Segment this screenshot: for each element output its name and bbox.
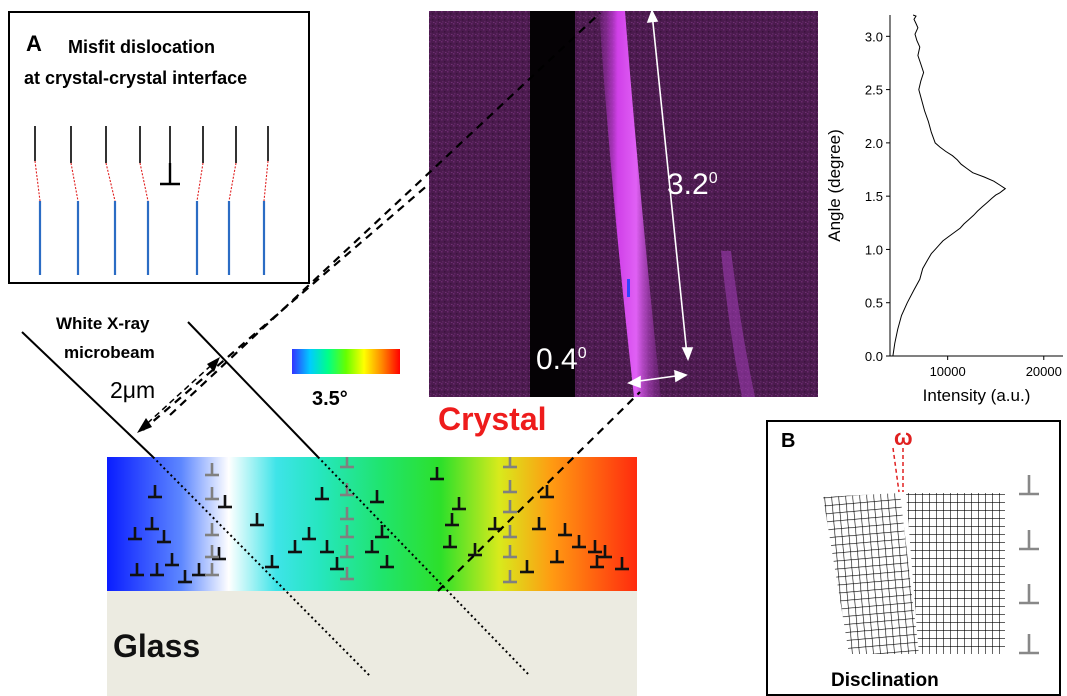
panel-a-letter: A bbox=[26, 31, 42, 56]
y-tick-label: 3.0 bbox=[865, 29, 883, 44]
dislocation-symbol bbox=[157, 530, 171, 544]
boundary-dislocation bbox=[340, 545, 354, 559]
angle-3-2-annotation: 3.20 bbox=[667, 168, 718, 202]
y-tick-label: 2.0 bbox=[865, 136, 883, 151]
dislocation-symbol bbox=[150, 563, 164, 577]
boundary-dislocation bbox=[205, 463, 219, 477]
y-tick-label: 1.0 bbox=[865, 242, 883, 257]
dislocation-symbol bbox=[558, 523, 572, 537]
dislocation-symbol bbox=[265, 555, 279, 569]
laue-streak-image: 3.20 0.40 bbox=[429, 11, 818, 397]
disclination-lattice bbox=[823, 447, 1039, 655]
beam-size-label: 2μm bbox=[110, 377, 156, 403]
beam-edge-right bbox=[187, 321, 319, 458]
boundary-dislocation bbox=[205, 523, 219, 537]
angle-3-2-unit: 0 bbox=[708, 170, 718, 187]
dislocation-symbol bbox=[550, 550, 564, 564]
main-streak bbox=[599, 11, 661, 397]
beam-label-line1: White X-ray bbox=[56, 314, 150, 333]
dislocation-symbol bbox=[192, 563, 206, 577]
dislocation-symbol bbox=[178, 570, 192, 584]
weak-streak bbox=[721, 251, 755, 397]
crystal-film bbox=[107, 457, 637, 591]
dislocation-symbol bbox=[148, 485, 162, 499]
dislocation-symbol bbox=[302, 527, 316, 541]
dislocation-symbol bbox=[488, 517, 502, 531]
boundary-dislocation bbox=[205, 545, 219, 559]
boundary-dislocation bbox=[340, 483, 354, 497]
omega-label: ω bbox=[894, 425, 913, 450]
boundary-dislocation bbox=[503, 500, 517, 514]
lattice-lines-diagram bbox=[34, 126, 269, 275]
boundary-dislocation bbox=[503, 525, 517, 539]
y-tick-label: 2.5 bbox=[865, 83, 883, 98]
laue-streak-graphic bbox=[429, 11, 818, 397]
angle-0-4-unit: 0 bbox=[577, 345, 587, 362]
dislocation-symbol bbox=[130, 563, 144, 577]
dislocation-symbol bbox=[165, 553, 179, 567]
intensity-series-line bbox=[892, 14, 1007, 357]
dislocation-symbol bbox=[145, 517, 159, 531]
dislocation-symbol bbox=[128, 527, 142, 541]
dislocation-symbol bbox=[160, 163, 180, 186]
boundary-dislocation bbox=[503, 480, 517, 494]
y-tick-label: 1.5 bbox=[865, 189, 883, 204]
orientation-colorbar bbox=[292, 349, 400, 374]
dislocation-symbol bbox=[520, 560, 534, 574]
boundary-dislocation bbox=[205, 487, 219, 501]
panel-b-letter: B bbox=[781, 430, 796, 452]
dislocation-symbol bbox=[445, 513, 459, 527]
glass-label: Glass bbox=[113, 628, 201, 664]
y-axis-label: Angle (degree) bbox=[825, 129, 844, 241]
dislocation-symbol bbox=[375, 525, 389, 539]
colorbar-label: 3.5° bbox=[312, 388, 348, 410]
angle-0-4-value: 0.4 bbox=[536, 343, 578, 376]
dislocation-symbol bbox=[588, 540, 602, 554]
dislocation-symbol bbox=[288, 540, 302, 554]
y-tick-label: 0.5 bbox=[865, 296, 883, 311]
boundary-dislocation bbox=[340, 507, 354, 521]
beam-stop-shadow bbox=[530, 11, 575, 397]
boundary-dislocation bbox=[205, 563, 219, 577]
boundary-dislocation bbox=[340, 457, 354, 469]
boundary-dislocation bbox=[503, 457, 517, 469]
panel-b-caption: Disclination bbox=[831, 670, 939, 691]
dislocation-symbol bbox=[370, 490, 384, 504]
dislocation-symbol bbox=[572, 535, 586, 549]
boundary-dislocation bbox=[503, 545, 517, 559]
dislocation-symbol bbox=[540, 485, 554, 499]
dislocation-symbol bbox=[443, 535, 457, 549]
dislocation-symbol bbox=[468, 543, 482, 557]
y-tick-label: 0.0 bbox=[865, 349, 883, 364]
x-axis-label: Intensity (a.u.) bbox=[923, 386, 1031, 405]
dislocation-symbol bbox=[218, 495, 232, 509]
dislocation-symbol bbox=[532, 517, 546, 531]
x-tick-label: 10000 bbox=[930, 364, 966, 379]
x-tick-label: 20000 bbox=[1026, 364, 1062, 379]
angle-0-4-annotation: 0.40 bbox=[536, 343, 587, 377]
beam-label-line2: microbeam bbox=[64, 343, 155, 362]
boundary-dislocation bbox=[503, 570, 517, 584]
angle-3-2-value: 3.2 bbox=[667, 168, 709, 201]
dislocation-symbol bbox=[315, 487, 329, 501]
dislocation-symbol bbox=[365, 540, 379, 554]
crystal-dislocations bbox=[128, 457, 629, 584]
dislocation-symbol bbox=[430, 467, 444, 481]
dislocation-symbol bbox=[330, 557, 344, 571]
dislocation-symbol bbox=[380, 555, 394, 569]
panel-a-misfit-dislocation: A Misfit dislocation at crystal-crystal … bbox=[8, 11, 310, 284]
dislocation-symbol bbox=[452, 497, 466, 511]
crystal-label: Crystal bbox=[438, 401, 547, 437]
dislocation-symbol bbox=[250, 513, 264, 527]
intensity-profile-chart: 0.0 0.5 1.0 1.5 2.0 2.5 3.0 10000 20000Intensity… bbox=[825, 14, 1063, 405]
dislocation-symbol bbox=[615, 557, 629, 571]
dislocation-symbol bbox=[320, 540, 334, 554]
panel-b-disclination: B ω Disclination bbox=[766, 420, 1061, 696]
boundary-dislocation bbox=[340, 525, 354, 539]
